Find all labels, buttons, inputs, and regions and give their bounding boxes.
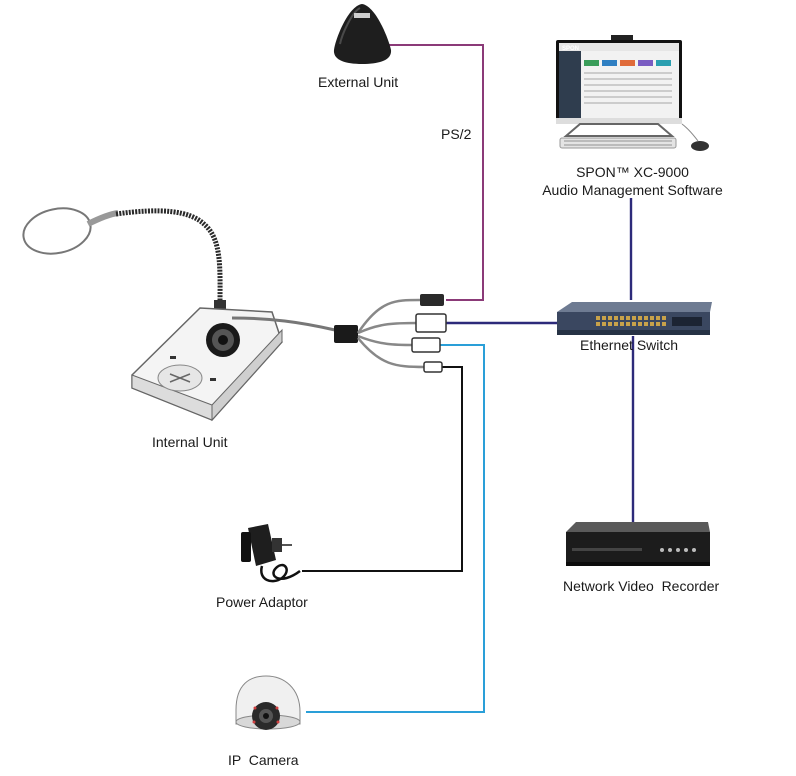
power-adaptor-label: Power Adaptor <box>216 594 308 610</box>
external-unit-icon <box>333 4 392 64</box>
ip-camera-icon <box>235 675 301 730</box>
ethernet-switch-label: Ethernet Switch <box>580 337 679 353</box>
software-name: SPON™ XC-9000 <box>576 164 689 180</box>
ps2-label: PS/2 <box>441 126 472 142</box>
power-cable <box>302 366 463 572</box>
nvr-icon <box>566 522 710 566</box>
ip-camera-label: IP Camera <box>228 752 299 768</box>
internal-unit-label: Internal Unit <box>152 434 228 450</box>
computer-icon <box>556 35 709 151</box>
cable-breakout-icon <box>334 294 447 373</box>
ethernet-switch-icon <box>557 302 712 335</box>
network-cables <box>446 198 635 522</box>
monitor-brand: SPON <box>562 46 579 52</box>
nvr-label: Network Video Recorder <box>563 578 720 594</box>
camera-cable <box>306 344 485 713</box>
software-title: SPON™ XC-9000 Audio Management Software <box>520 163 745 199</box>
software-subtitle: Audio Management Software <box>542 182 723 198</box>
internal-unit-icon <box>22 207 336 422</box>
power-adaptor-icon <box>241 524 301 583</box>
ps2-cable <box>388 44 484 301</box>
external-unit-label: External Unit <box>318 74 399 90</box>
